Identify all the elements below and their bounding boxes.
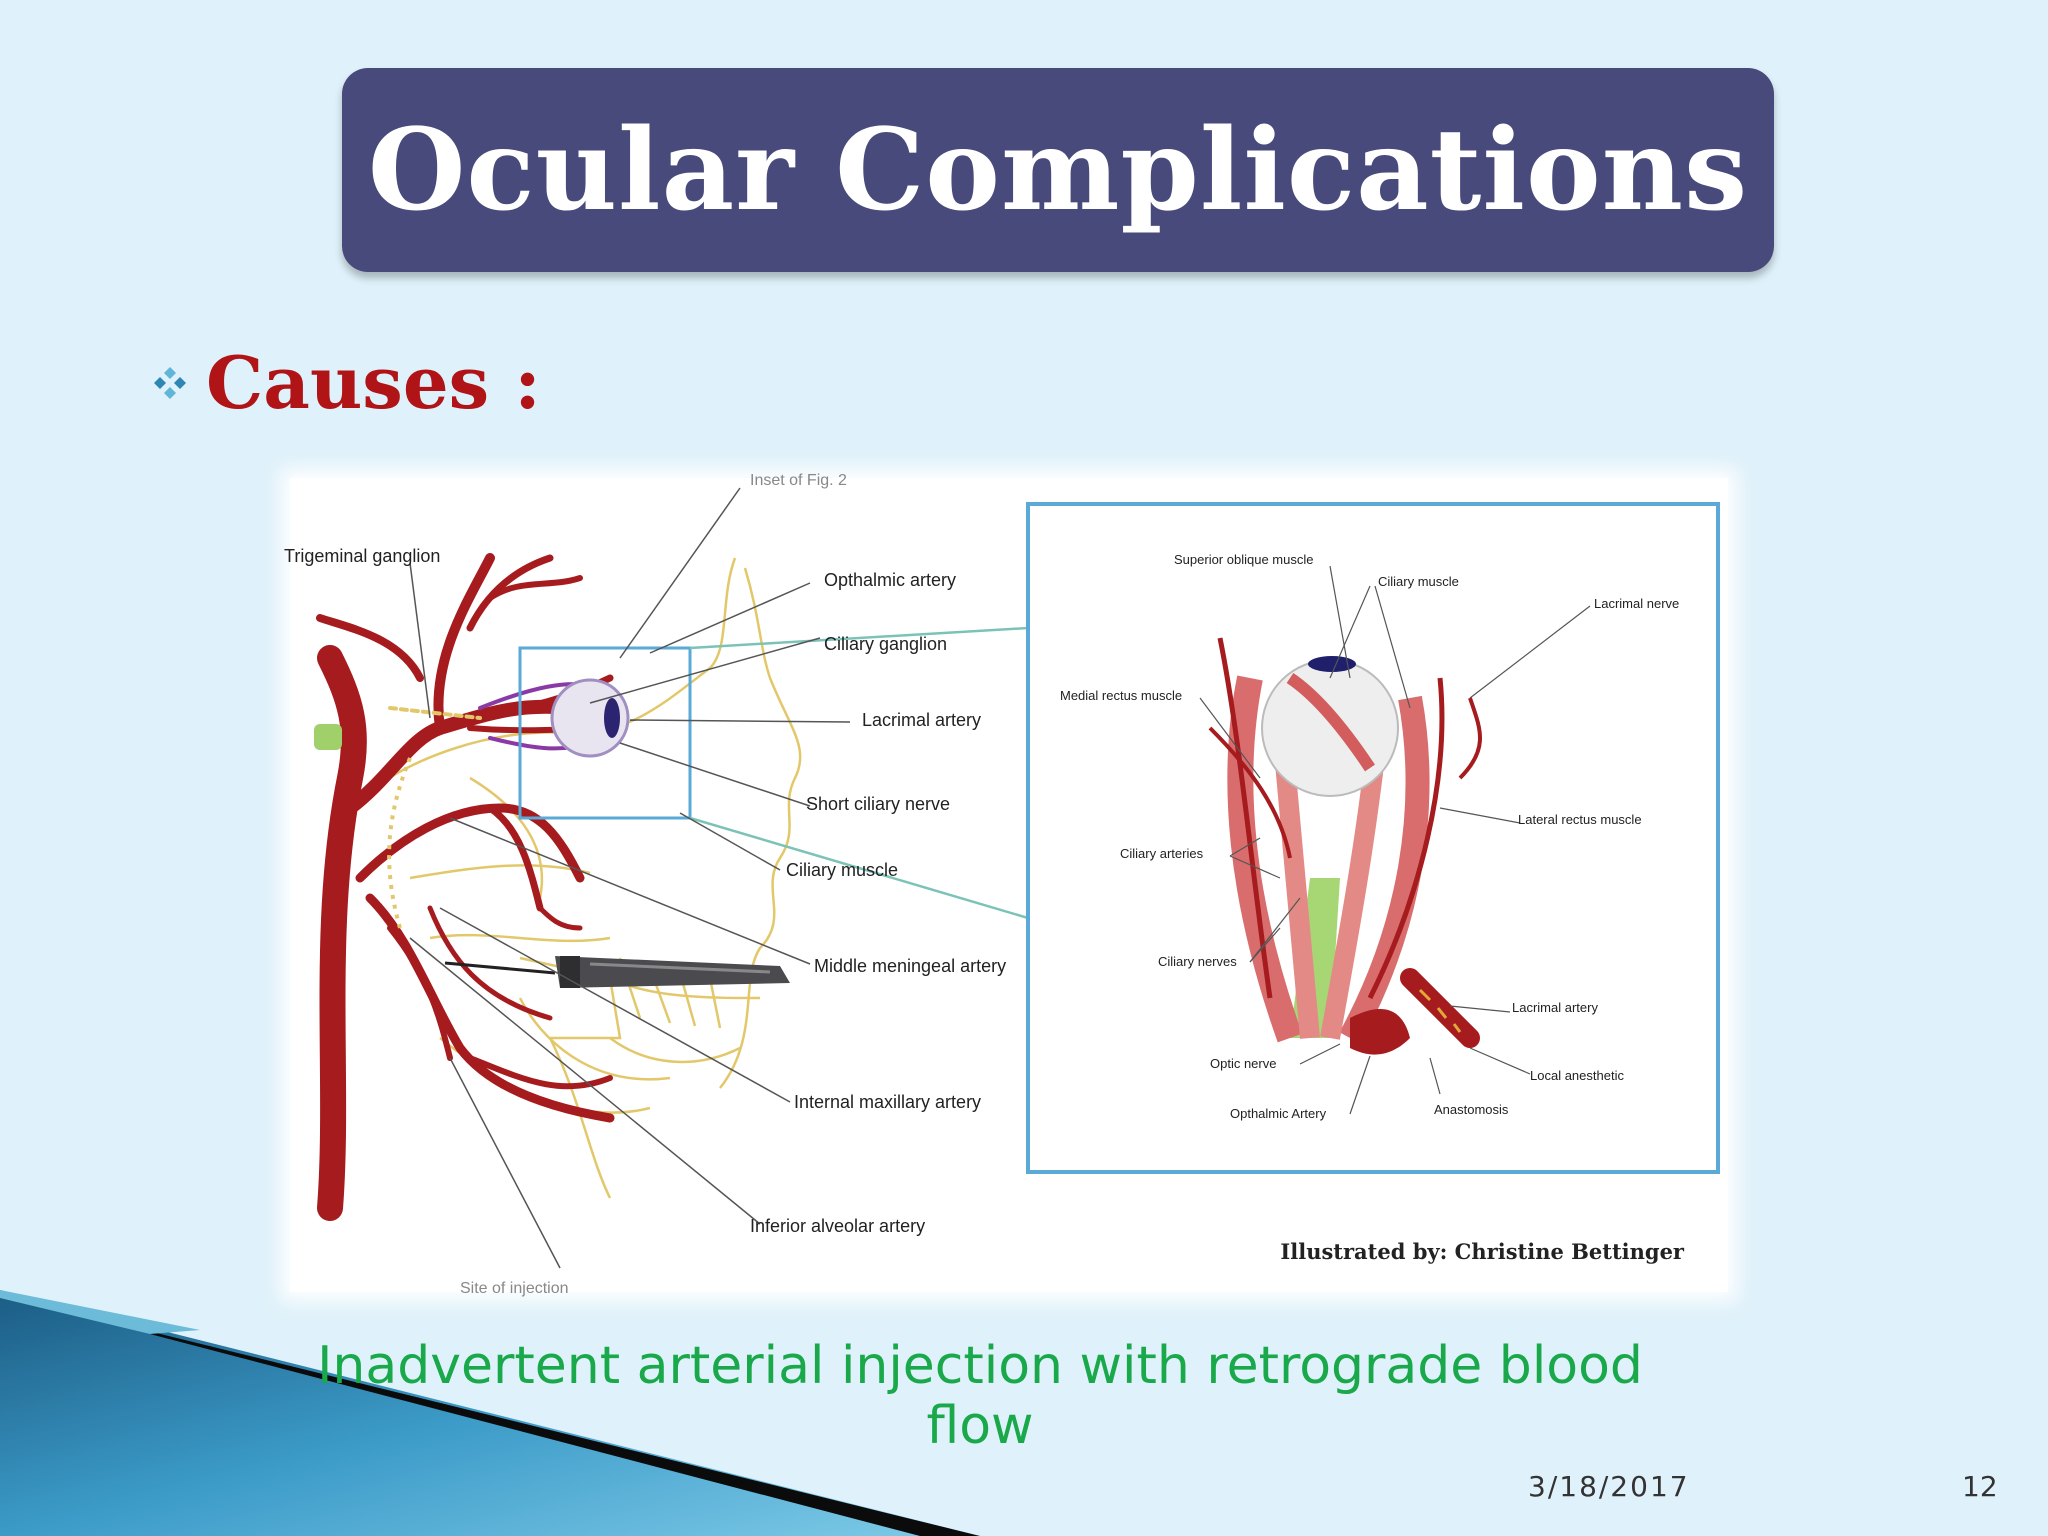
footer-date: 3/18/2017 <box>1528 1470 1690 1503</box>
label-inset-ciliary-muscle: Ciliary muscle <box>1378 574 1459 589</box>
label-inferior-alveolar-artery: Inferior alveolar artery <box>750 1216 926 1236</box>
label-ciliary-nerves: Ciliary nerves <box>1158 954 1237 969</box>
syringe-needle-icon <box>444 956 790 988</box>
artery-tree <box>316 553 615 1221</box>
anatomy-figure: Inset of Fig. 2 Trigeminal ganglion Opth… <box>284 472 1728 1297</box>
leader-lines-left <box>409 487 851 1269</box>
label-site-of-injection: Site of injection <box>460 1280 569 1297</box>
label-short-ciliary-nerve: Short ciliary nerve <box>806 794 951 814</box>
label-trigeminal-ganglion: Trigeminal ganglion <box>284 546 441 566</box>
illustration-credit: Illustrated by: Christine Bettinger <box>1280 1239 1684 1264</box>
label-local-anesthetic: Local anesthetic <box>1530 1068 1624 1083</box>
inset-marker-box <box>518 646 692 820</box>
trigeminal-ganglion-shape <box>314 724 342 750</box>
inset-eye-illustration <box>1208 637 1482 1055</box>
leader-lines-inset <box>1199 565 1591 1115</box>
anesthetic-path <box>387 757 412 929</box>
four-diamond-bullet-icon <box>154 366 186 399</box>
label-superior-oblique: Superior oblique muscle <box>1174 552 1314 567</box>
label-lateral-rectus: Lateral rectus muscle <box>1518 812 1642 827</box>
slide-title: Ocular Complications <box>367 104 1749 236</box>
slide-number: 12 <box>1962 1470 1998 1503</box>
label-lacrimal-artery: Lacrimal artery <box>862 710 982 730</box>
eye-branches <box>388 674 630 758</box>
corner-decoration <box>0 1290 980 1536</box>
label-optic-nerve: Optic nerve <box>1210 1056 1277 1071</box>
label-inset-ref: Inset of Fig. 2 <box>750 472 847 489</box>
label-inset-lacrimal-artery: Lacrimal artery <box>1512 1000 1598 1015</box>
bullet-label: Causes : <box>206 340 541 425</box>
label-medial-rectus: Medial rectus muscle <box>1060 688 1183 703</box>
label-inset-opthalmic-artery: Opthalmic Artery <box>1230 1106 1327 1121</box>
label-opthalmic-artery: Opthalmic artery <box>824 570 957 590</box>
caption: Inadvertent arterial injection with retr… <box>317 1336 1643 1456</box>
label-middle-meningeal-artery: Middle meningeal artery <box>814 956 1007 976</box>
label-ciliary-arteries: Ciliary arteries <box>1120 846 1204 861</box>
label-anastomosis: Anastomosis <box>1434 1102 1509 1117</box>
label-ciliary-muscle: Ciliary muscle <box>786 860 899 880</box>
label-ciliary-ganglion: Ciliary ganglion <box>824 634 948 654</box>
title-bar: Ocular Complications <box>342 68 1774 272</box>
label-internal-maxillary-artery: Internal maxillary artery <box>794 1092 982 1112</box>
bullet-causes: Causes : <box>148 340 541 425</box>
label-lacrimal-nerve: Lacrimal nerve <box>1594 596 1680 611</box>
anatomy-illustration <box>314 487 1720 1269</box>
